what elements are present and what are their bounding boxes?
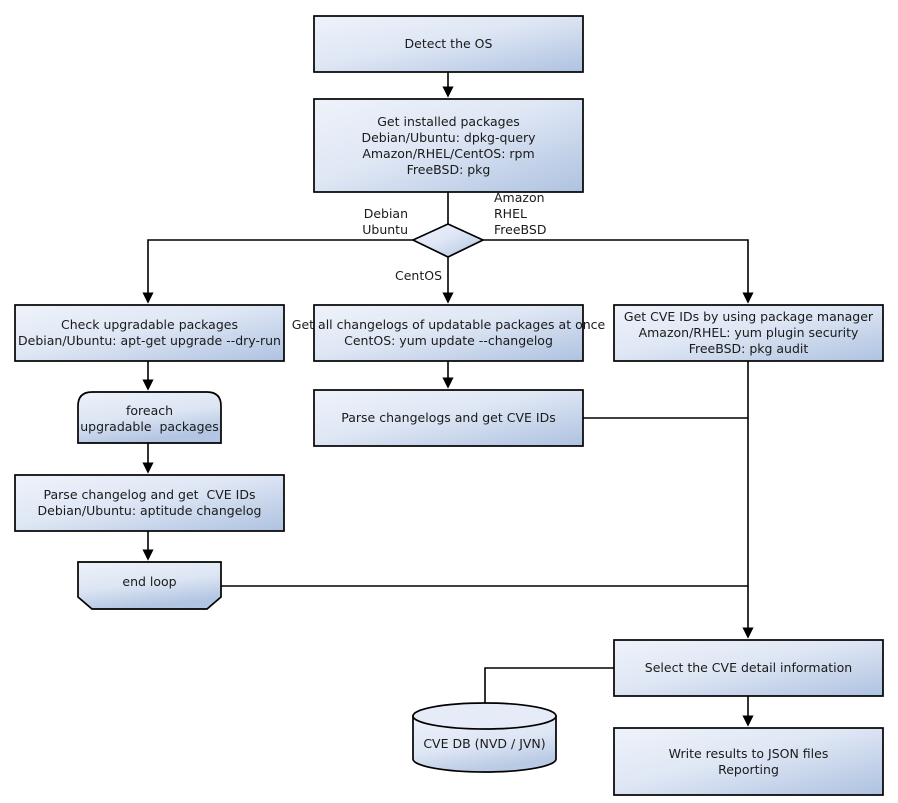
node-cve-database[interactable] — [412, 702, 557, 773]
node-end-loop[interactable] — [77, 561, 222, 610]
node-select-cve-detail[interactable] — [613, 639, 884, 697]
edge-decision-to-right — [483, 239, 754, 304]
node-get-all-changelogs[interactable] — [313, 304, 584, 362]
edge-selectcve-to-database — [484, 667, 614, 706]
node-get-installed-packages[interactable] — [313, 98, 584, 193]
connector-group — [142, 72, 754, 727]
node-detect-os[interactable] — [313, 15, 584, 73]
node-parse-changelog-debian[interactable] — [14, 474, 285, 532]
edge-decision-to-left — [142, 239, 413, 304]
node-os-decision[interactable] — [411, 223, 485, 258]
node-parse-changelogs-centos[interactable] — [313, 389, 584, 447]
node-check-upgradable-packages[interactable] — [14, 304, 285, 362]
node-get-cve-ids-package-manager[interactable] — [613, 304, 884, 362]
node-foreach-loop-start[interactable] — [77, 391, 222, 444]
node-write-results[interactable] — [613, 727, 884, 796]
edge-label-centos: CentOS — [394, 268, 442, 283]
